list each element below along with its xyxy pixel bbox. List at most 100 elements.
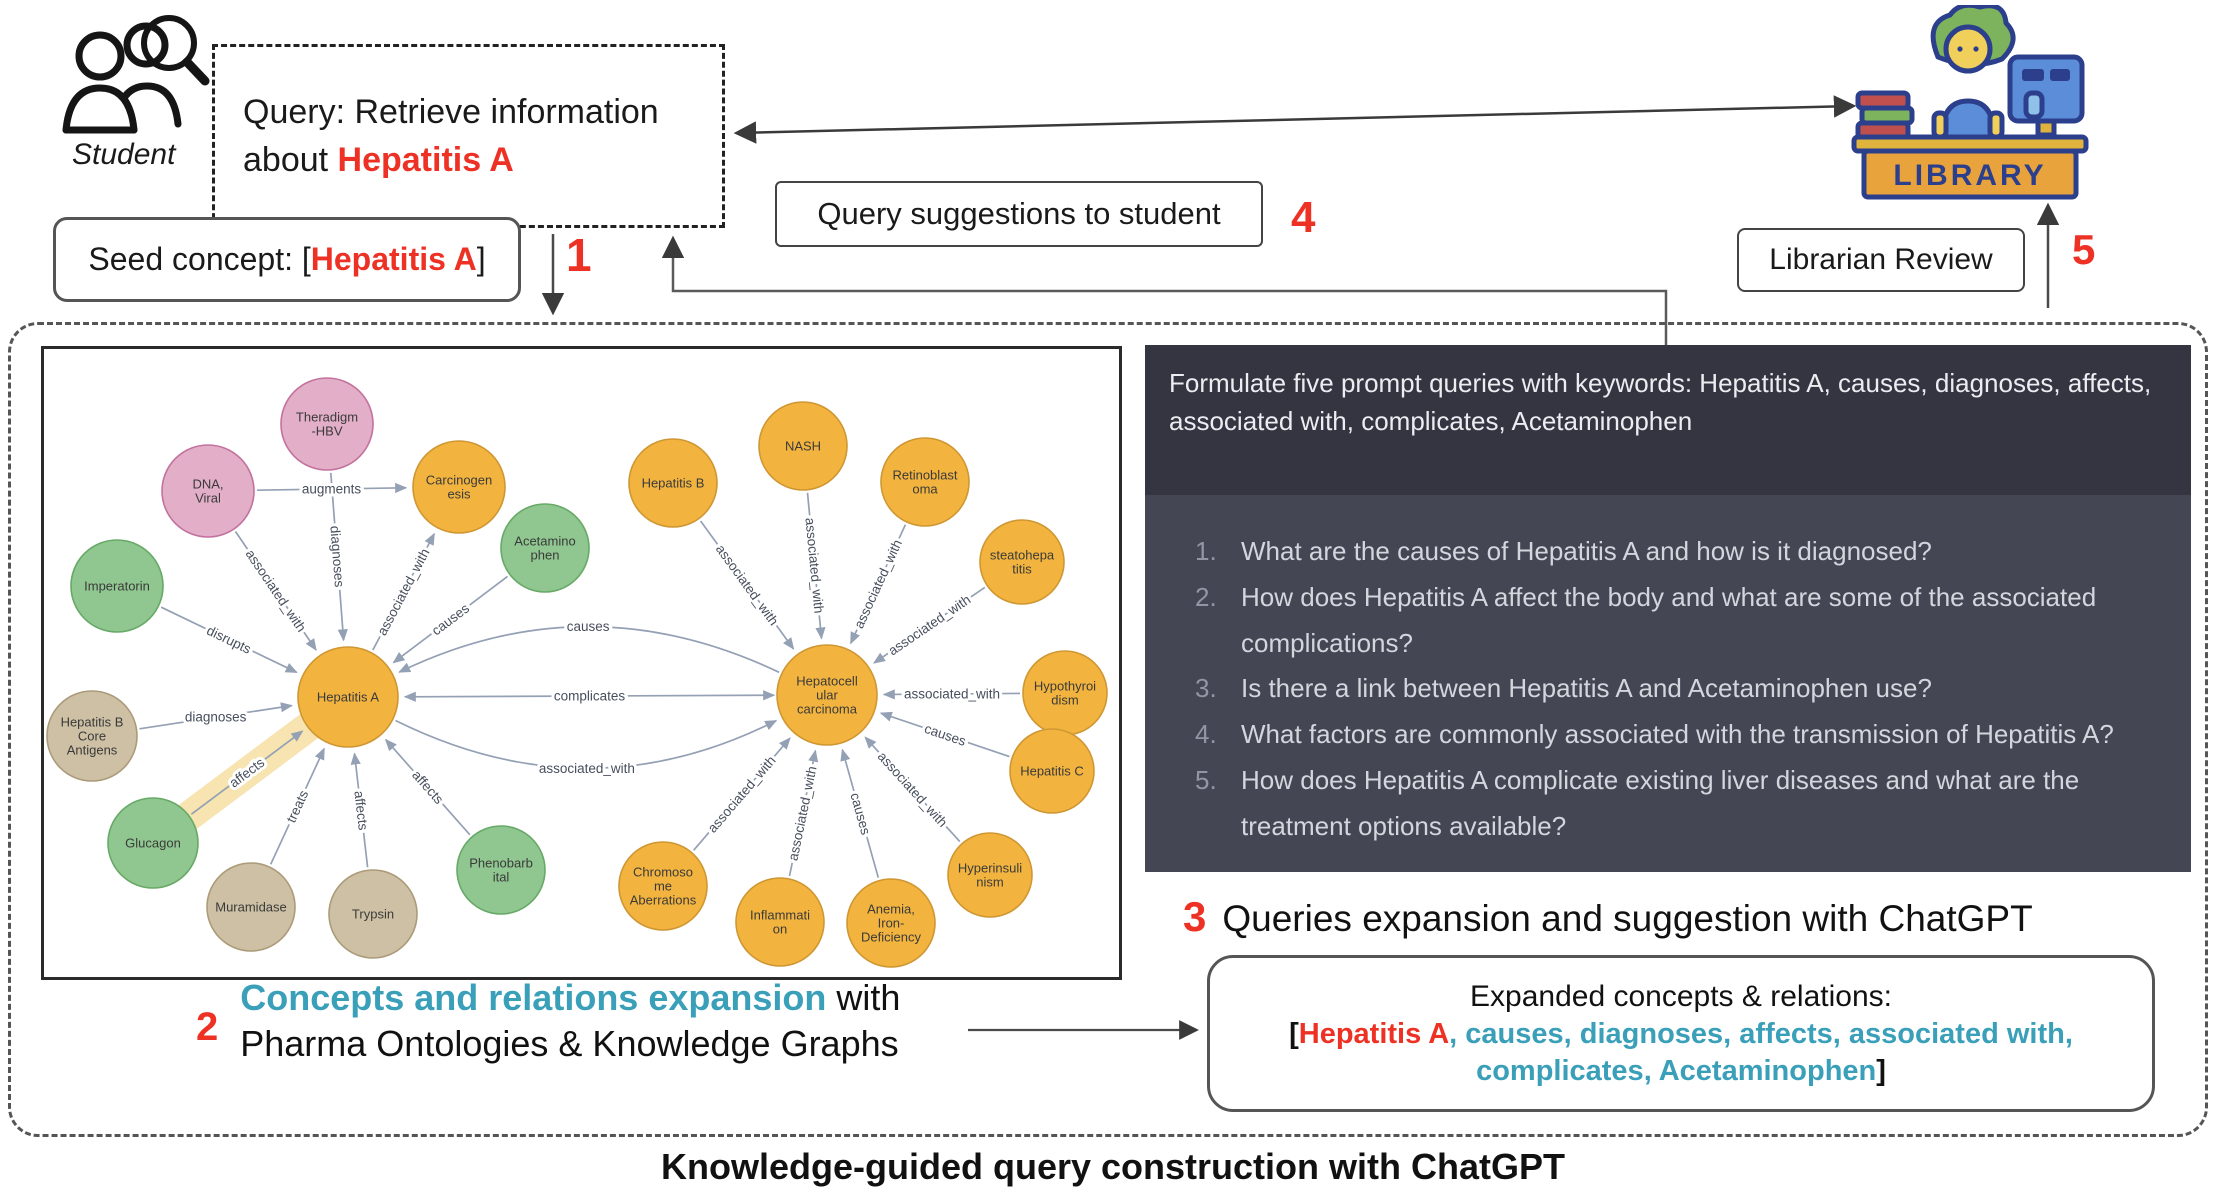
- graph-node-chromosome: [618, 841, 708, 931]
- chatgpt-question: 1. What are the causes of Hepatitis A and…: [1195, 529, 2167, 575]
- graph-edge-label: diagnoses: [185, 710, 247, 725]
- expanded-line3: complicates, Acetaminophen]: [1476, 1054, 1886, 1087]
- library-sign-text: LIBRARY: [1893, 159, 2046, 192]
- step-2-label: Concepts and relations expansion with Ph…: [240, 977, 901, 1065]
- diagram-caption: Knowledge-guided query construction with…: [660, 1146, 1565, 1187]
- seed-prefix: Seed concept: [: [88, 241, 311, 277]
- graph-edge-label: causes: [923, 721, 969, 749]
- question-number: 2.: [1195, 581, 1217, 612]
- graph-edge-label: associated_with: [802, 517, 826, 614]
- question-text: How does Hepatitis A complicate existing…: [1241, 764, 2080, 841]
- expanded-relations-2: complicates, Acetaminophen: [1476, 1054, 1877, 1087]
- graph-edge: [882, 689, 1021, 700]
- step-5-number: 5: [2072, 226, 2096, 273]
- graph-edge-label: augments: [302, 482, 362, 497]
- graph-edge-label: diagnoses: [327, 525, 347, 588]
- step-3-number: 3: [1183, 893, 1207, 940]
- student-label: Student: [72, 138, 176, 171]
- graph-edge-label: associated_with: [851, 537, 905, 631]
- chatgpt-question: 4. What factors are commonly associated w…: [1195, 712, 2167, 758]
- graph-edge-label: associated_with: [785, 765, 819, 862]
- graph-edge: [392, 575, 509, 664]
- graph-edge-label: associated_with: [705, 753, 779, 836]
- graph-edge: [329, 472, 348, 642]
- graph-edge: [395, 719, 778, 770]
- graph-node-hbcag: [46, 690, 138, 782]
- library-icon: LIBRARY: [1850, 5, 2090, 201]
- graph-node-label: DNA,Viral: [192, 477, 223, 506]
- student-icon: [56, 12, 221, 134]
- graph-edge-label: disrupts: [204, 623, 253, 657]
- graph-edge: [699, 520, 795, 650]
- graph-edge: [806, 492, 826, 640]
- graph-edge: [879, 711, 1010, 758]
- graph-node-label: Imperatorin: [84, 579, 150, 594]
- seed-concept-box: Seed concept: [Hepatitis A]: [53, 217, 521, 302]
- question-text: Is there a link between Hepatitis A and …: [1241, 673, 1932, 704]
- graph-edge: [139, 702, 293, 730]
- query-suggestions-box: Query suggestions to student: [775, 181, 1263, 247]
- graph-node-phenobarbital: [456, 825, 546, 915]
- graph-edge-label: affects: [409, 767, 447, 807]
- query-line1: Query: Retrieve information: [243, 92, 659, 131]
- graph-edge-label: associated_with: [374, 546, 432, 638]
- graph-node-label: Glucagon: [125, 836, 181, 851]
- query-box: Query: Retrieve information about Hepati…: [212, 44, 725, 228]
- step-3-label: Queries expansion and suggestion with Ch…: [1222, 898, 2033, 939]
- graph-edge: [384, 738, 471, 836]
- graph-node-muramidase: [206, 862, 296, 952]
- graph-node-carcinogenesis: [412, 440, 506, 534]
- graph-edge-label: associated_with: [886, 592, 974, 659]
- graph-edge: [269, 747, 325, 865]
- graph-edge: [160, 606, 298, 674]
- graph-edge-label: treats: [284, 788, 312, 825]
- graph-node-theradigm: [280, 377, 374, 471]
- graph-node-label: NASH: [785, 439, 821, 454]
- graph-edge-label: associated_with: [713, 542, 782, 629]
- seed-highlight: Hepatitis A: [310, 241, 477, 277]
- graph-edge: [840, 748, 880, 878]
- graph-edge: [398, 625, 780, 674]
- librarian-review-box: Librarian Review: [1737, 228, 2025, 292]
- chatgpt-question: 3.Is there a link between Hepatitis A an…: [1195, 666, 2167, 712]
- graph-edge: [873, 586, 986, 664]
- graph-edge: [403, 690, 776, 702]
- graph-node-anemia: [846, 878, 936, 968]
- graph-edge-label: associated_with: [539, 761, 635, 776]
- graph-node-hcc: [776, 644, 878, 746]
- step-4-number: 4: [1291, 193, 1316, 242]
- graph-node-label: Anemia,Iron-Deficiency: [861, 902, 921, 945]
- graph-node-label: Hepatitis C: [1020, 764, 1084, 779]
- graph-node-hepC: [1009, 728, 1095, 814]
- graph-edge-label: causes: [429, 600, 472, 638]
- graph-node-steatohepatitis: [979, 519, 1065, 605]
- chatgpt-panel: Formulate five prompt queries with keywo…: [1145, 345, 2191, 872]
- graph-edge-label: affects: [351, 790, 370, 831]
- query-line2: about Hepatitis A: [243, 141, 514, 179]
- graph-edge: [234, 531, 317, 651]
- graph-edge-label: complicates: [554, 689, 626, 704]
- graph-node-label: Hepatitis A: [317, 690, 379, 705]
- graph-node-label: Muramidase: [215, 900, 287, 915]
- graph-edge-label: causes: [567, 619, 610, 634]
- graph-node-hepB: [628, 438, 718, 528]
- question-text: What are the causes of Hepatitis A and h…: [1241, 536, 1932, 566]
- graph-node-nash: [758, 401, 848, 491]
- expanded-seed: Hepatitis A: [1298, 1017, 1450, 1050]
- graph-node-label: Theradigm-HBV: [296, 410, 358, 439]
- question-number: 4.: [1195, 719, 1217, 749]
- graph-edge-label: associated_with: [875, 749, 951, 830]
- question-number: 1.: [1195, 536, 1217, 566]
- graph-node-label: Trypsin: [352, 907, 394, 922]
- expanded-relations-1: , causes, diagnoses, affects, associated…: [1449, 1017, 2073, 1050]
- question-text: What factors are commonly associated wit…: [1241, 719, 2114, 749]
